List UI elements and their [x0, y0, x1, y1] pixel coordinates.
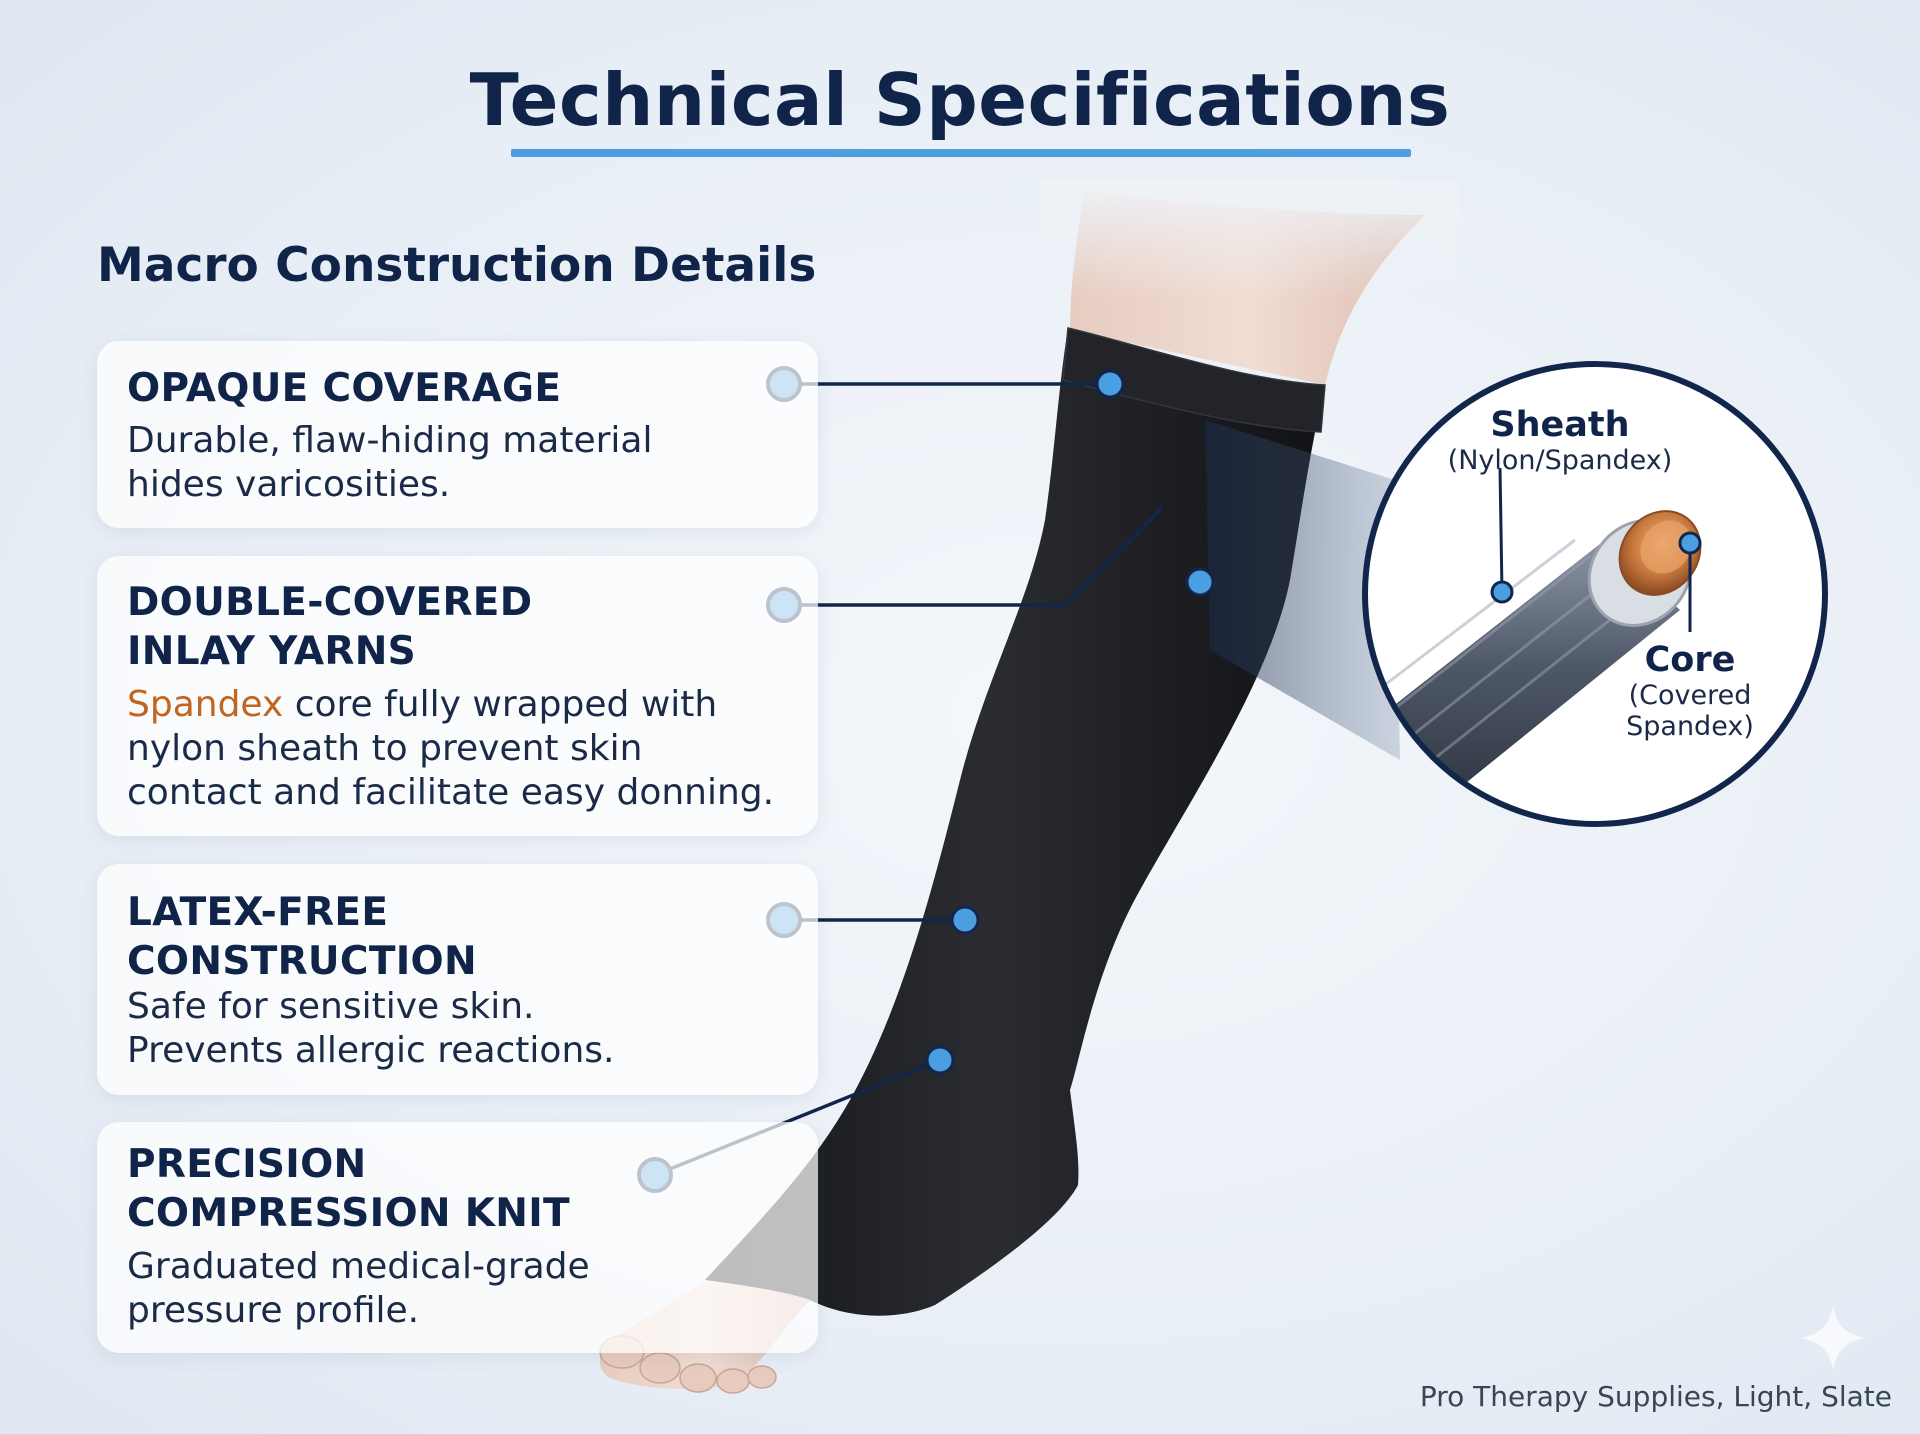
feature-card-opaque-coverage: OPAQUE COVERAGE Durable, flaw-hiding mat…	[97, 341, 818, 528]
feature-description: Safe for sensitive skin.	[127, 986, 535, 1027]
core-marker	[1678, 531, 1702, 555]
core-label: Core (Covered Spandex)	[1626, 640, 1754, 742]
page-title: Technical Specifications	[469, 58, 1451, 142]
feature-card-latex-free: LATEX-FREE CONSTRUCTION Safe for sensiti…	[97, 864, 818, 1095]
spandex-highlight: Spandex	[127, 684, 284, 725]
sheath-label: Sheath (Nylon/Spandex)	[1447, 405, 1673, 476]
feature-description: contact and facilitate easy donning.	[127, 772, 775, 813]
feature-description: Spandex core fully wrapped with	[127, 684, 718, 725]
feature-heading: INLAY YARNS	[127, 629, 417, 674]
feature-description: Prevents allergic reactions.	[127, 1030, 615, 1071]
feature-heading: OPAQUE COVERAGE	[127, 366, 562, 411]
feature-heading: DOUBLE-COVERED	[127, 580, 533, 625]
sheath-marker	[1490, 580, 1514, 604]
section-title: Macro Construction Details	[97, 238, 817, 293]
feature-heading: COMPRESSION KNIT	[127, 1191, 570, 1236]
zoom-circle-border	[1362, 361, 1828, 827]
feature-description: Durable, flaw-hiding material	[127, 420, 653, 461]
stocking-top-band	[1062, 327, 1326, 433]
feature-description: Graduated medical-grade	[127, 1246, 590, 1287]
leg-fade	[1040, 180, 1460, 300]
feature-heading: PRECISION	[127, 1142, 367, 1187]
feature-description: nylon sheath to prevent skin	[127, 728, 643, 769]
feature-card-precision-knit: PRECISION COMPRESSION KNIT Graduated med…	[97, 1122, 818, 1353]
footer-caption: Pro Therapy Supplies, Light, Slate	[1419, 1380, 1892, 1413]
zoom-beam	[1205, 420, 1400, 760]
title-underline	[511, 149, 1411, 157]
feature-description: pressure profile.	[127, 1290, 420, 1331]
feature-card-double-covered-yarns: DOUBLE-COVERED INLAY YARNS Spandex core …	[97, 556, 818, 836]
feature-heading: CONSTRUCTION	[127, 939, 477, 984]
feature-description: hides varicosities.	[127, 464, 451, 505]
stocking-dots	[925, 369, 1215, 1075]
sparkle-icon	[1800, 1305, 1866, 1371]
yarn-cross-section	[1367, 510, 1702, 820]
sheath-leader	[1498, 467, 1504, 593]
compression-stocking	[705, 328, 1325, 1316]
feature-heading: LATEX-FREE	[127, 890, 389, 935]
